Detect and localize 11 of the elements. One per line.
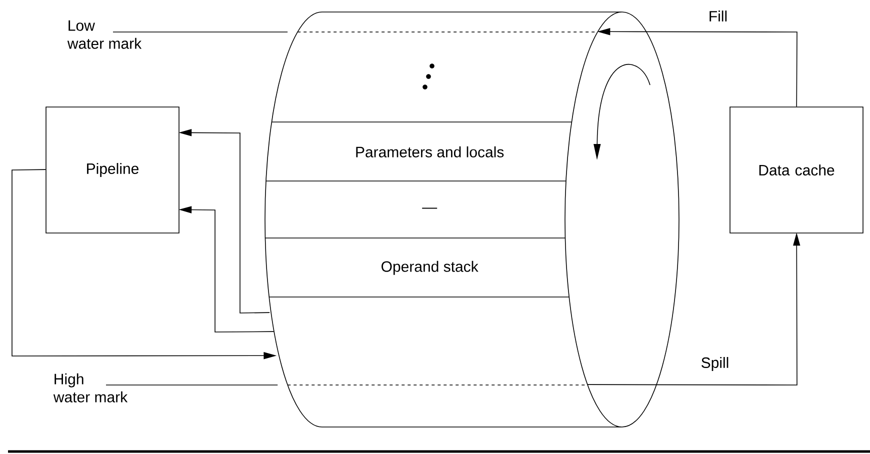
process-box: Pipeline (46, 106, 180, 234)
marker-label: High water mark (53, 373, 128, 402)
cylinder (264, 12, 680, 428)
stack-band-label: Operand stack (382, 260, 478, 275)
stack-band-label: — (422, 208, 438, 209)
process-box: Data cache (730, 106, 864, 234)
leader-line (106, 384, 278, 386)
stack-band-label: Parameters and locals (356, 146, 504, 158)
edge-label: Fill (707, 10, 729, 22)
edge-label: Spill (700, 356, 730, 372)
marker-label: Low water mark (67, 20, 142, 49)
